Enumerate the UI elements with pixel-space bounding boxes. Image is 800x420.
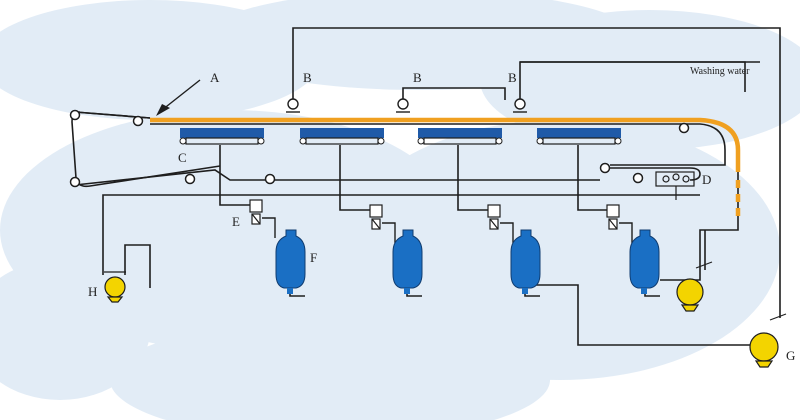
vacuum-box — [299, 128, 385, 145]
pump-icon — [104, 271, 126, 303]
label-g: G — [786, 348, 795, 363]
piping — [102, 27, 781, 346]
separator-tanks — [275, 229, 660, 294]
valve-icon — [249, 199, 263, 225]
separator-tank-icon — [392, 229, 423, 294]
valve-links — [262, 217, 633, 243]
vacuum-box — [417, 128, 503, 145]
vacuum-box — [536, 128, 622, 145]
web-belt — [150, 117, 741, 216]
label-b-3: B — [508, 70, 517, 85]
vacuum-boxes — [179, 128, 622, 145]
separator-tank-icon — [275, 229, 306, 294]
label-e: E — [232, 214, 240, 229]
roll — [264, 173, 276, 185]
felt-loop — [69, 109, 726, 188]
valve-icon — [606, 204, 620, 230]
separator-tank-icon — [510, 229, 541, 294]
roll — [599, 162, 611, 174]
roll — [69, 109, 81, 121]
pump-icon — [749, 313, 787, 368]
valve-icon — [369, 204, 383, 230]
label-h: H — [88, 284, 97, 299]
spray-nozzle-icon — [286, 98, 300, 113]
roll — [69, 176, 81, 188]
roll — [678, 122, 690, 134]
separator-tank-icon — [629, 229, 660, 294]
valve-icon — [487, 204, 501, 230]
roll — [132, 115, 144, 127]
pumps — [104, 261, 787, 368]
label-d: D — [702, 172, 711, 187]
label-f: F — [310, 250, 317, 265]
roll — [632, 172, 644, 184]
washing-water-label: Washing water — [690, 66, 750, 77]
cleaning-device-icon — [655, 171, 695, 200]
pump-icon — [676, 261, 713, 312]
label-b-2: B — [413, 70, 422, 85]
vacuum-box — [179, 128, 265, 145]
spray-nozzle-icon — [513, 98, 527, 113]
label-c: C — [178, 150, 187, 165]
spray-nozzles — [286, 98, 527, 113]
spray-nozzle-icon — [396, 98, 410, 113]
pointer-arrow — [156, 79, 201, 116]
valves — [249, 199, 620, 230]
label-a: A — [210, 70, 220, 85]
roll-c — [184, 173, 196, 185]
label-b-1: B — [303, 70, 312, 85]
